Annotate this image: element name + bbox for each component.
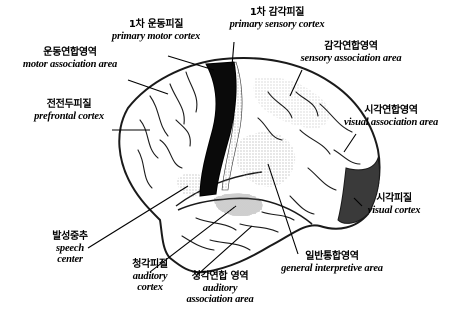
label-sensory-association: 감각연합영역 sensory association area: [276, 42, 426, 64]
label-auditory-cortex-ko: 청각피질: [120, 260, 180, 271]
label-motor-association: 운동연합영역 motor association area: [0, 48, 140, 70]
label-sensory-association-en: sensory association area: [276, 53, 426, 64]
label-visual-cortex-en: visual cortex: [354, 205, 434, 216]
label-general-interpretive-en: general interpretive area: [262, 263, 402, 274]
label-visual-association-en: visual association area: [322, 117, 460, 128]
label-speech-center: 발성중추 speech center: [42, 232, 98, 265]
label-general-interpretive: 일반통합영역 general interpretive area: [262, 252, 402, 274]
label-primary-sensory-ko: 1차 감각피질: [202, 8, 352, 19]
label-primary-sensory-en: primary sensory cortex: [202, 19, 352, 30]
label-visual-association-ko: 시각연합영역: [322, 106, 460, 117]
label-primary-sensory: 1차 감각피질 primary sensory cortex: [202, 8, 352, 30]
label-motor-association-en: motor association area: [0, 59, 140, 70]
label-general-interpretive-ko: 일반통합영역: [262, 252, 402, 263]
label-speech-center-en1: speech: [42, 243, 98, 254]
label-prefrontal-ko: 전전두피질: [14, 100, 124, 111]
label-visual-cortex-ko: 시각피질: [354, 194, 434, 205]
label-auditory-association-en2: association area: [170, 294, 270, 305]
label-motor-association-ko: 운동연합영역: [0, 48, 140, 59]
label-auditory-association-en1: auditory: [170, 283, 270, 294]
label-auditory-association-ko: 청각연합 영역: [170, 272, 270, 283]
label-prefrontal: 전전두피질 prefrontal cortex: [14, 100, 124, 122]
label-visual-association: 시각연합영역 visual association area: [322, 106, 460, 128]
label-auditory-association: 청각연합 영역 auditory association area: [170, 272, 270, 305]
label-speech-center-ko: 발성중추: [42, 232, 98, 243]
label-visual-cortex: 시각피질 visual cortex: [354, 194, 434, 216]
label-sensory-association-ko: 감각연합영역: [276, 42, 426, 53]
label-speech-center-en2: center: [42, 254, 98, 265]
label-primary-motor-en: primary motor cortex: [88, 31, 224, 42]
label-prefrontal-en: prefrontal cortex: [14, 111, 124, 122]
